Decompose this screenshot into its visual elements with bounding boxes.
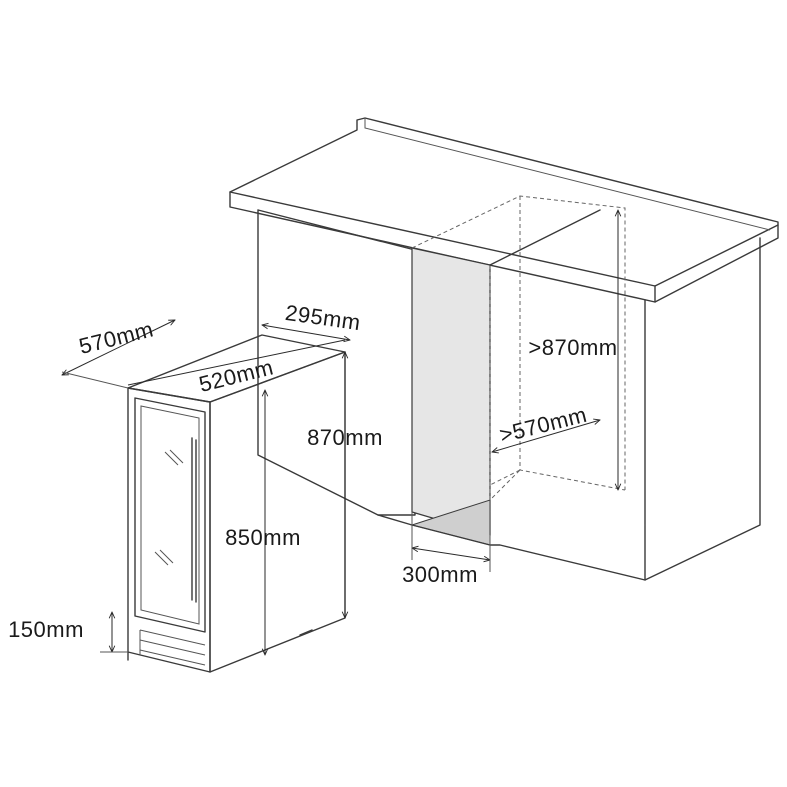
cooler-side xyxy=(209,351,346,673)
wine-cooler xyxy=(127,334,346,673)
cooler-dimensions xyxy=(62,320,350,655)
cooler-door xyxy=(134,397,206,633)
label-height-850: 850mm xyxy=(225,525,301,550)
label-height-870: 870mm xyxy=(307,425,383,450)
label-width-295: 295mm xyxy=(284,300,363,335)
label-depth-520: 520mm xyxy=(196,354,276,397)
label-opening-width-300: 300mm xyxy=(402,562,478,587)
label-cabinet-height-870: >870mm xyxy=(528,335,617,360)
label-cabinet-depth-570: >570mm xyxy=(497,402,590,448)
kitchen-cabinet xyxy=(229,117,779,581)
label-depth-570: 570mm xyxy=(76,316,156,359)
cabinet-dimensions xyxy=(412,210,618,572)
label-plinth-150: 150mm xyxy=(8,617,84,642)
opening-left-wall xyxy=(411,247,491,536)
vent-grille xyxy=(139,629,206,666)
cabinet-body xyxy=(257,209,416,516)
cooler-front xyxy=(127,387,211,673)
